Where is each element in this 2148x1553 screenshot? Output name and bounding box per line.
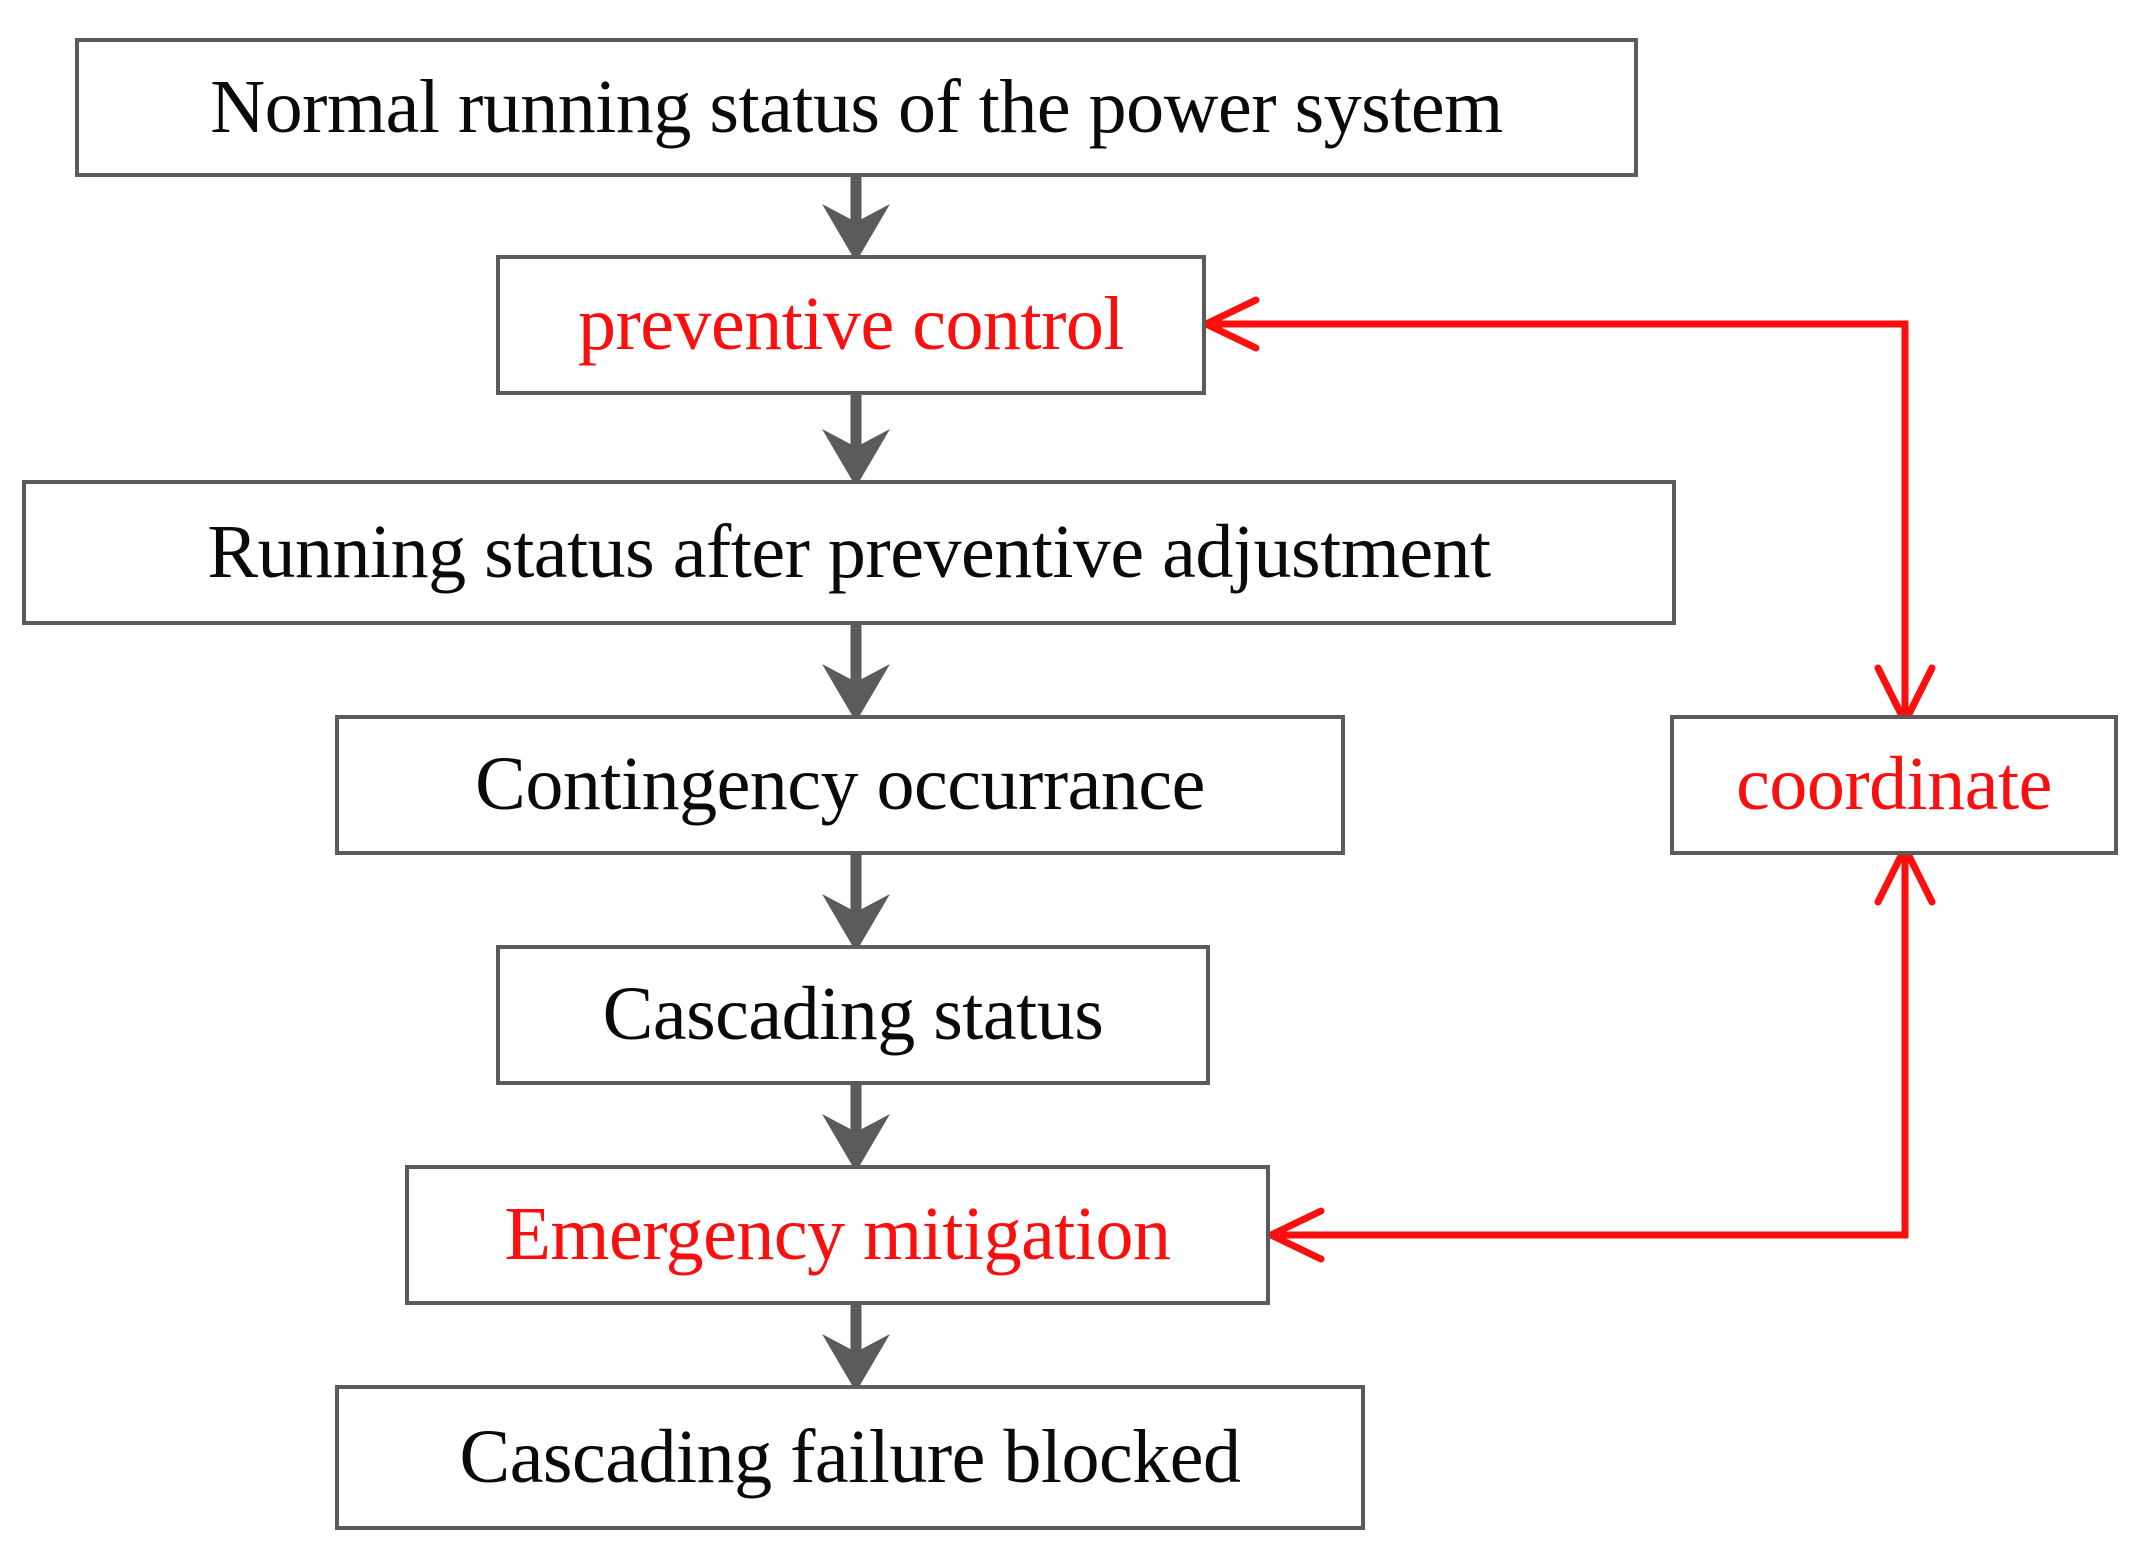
edge-normal-to-preventive	[822, 177, 890, 262]
node-emergency-mitigation[interactable]: Emergency mitigation	[405, 1165, 1270, 1305]
node-contingency-occurrance[interactable]: Contingency occurrance	[335, 715, 1345, 855]
edge-emergency-to-blocked	[822, 1305, 890, 1392]
edge-cascading-status-to-emergency	[822, 1085, 890, 1172]
edge-coordinate-to-emergency	[1267, 844, 1936, 1263]
edge-preventive-to-running-status	[822, 395, 890, 487]
node-cascading-status[interactable]: Cascading status	[496, 945, 1210, 1085]
node-normal-running-status[interactable]: Normal running status of the power syste…	[75, 38, 1638, 177]
node-coordinate[interactable]: coordinate	[1670, 715, 2118, 855]
node-preventive-control[interactable]: preventive control	[496, 255, 1206, 395]
node-cascading-failure-blocked[interactable]: Cascading failure blocked	[335, 1385, 1365, 1530]
edge-running-status-to-contingency	[822, 625, 890, 722]
node-running-status-after-preventive-adjustment[interactable]: Running status after preventive adjustme…	[22, 480, 1676, 625]
edge-contingency-to-cascading-status	[822, 855, 890, 952]
